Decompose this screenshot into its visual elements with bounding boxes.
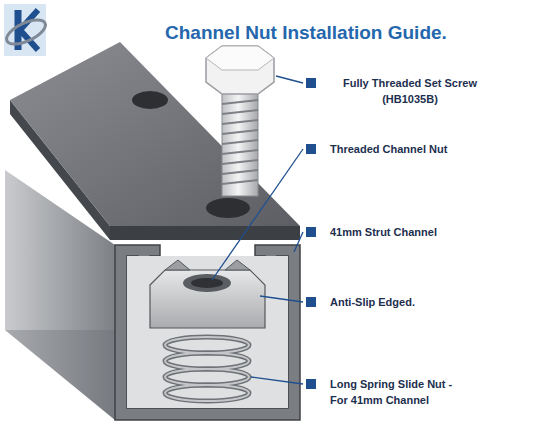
part-label: Fully Threaded Set Screw (HB1035B) [325, 75, 495, 107]
leader-lines [212, 76, 303, 384]
part-label: Threaded Channel Nut [330, 141, 520, 157]
strut-channel-profile [115, 245, 300, 420]
spring-highlight [165, 337, 249, 401]
spring-coil [165, 337, 249, 401]
bracket-plate [10, 42, 300, 240]
part-label: 41mm Strut Channel [330, 224, 520, 240]
company-logo [3, 4, 49, 56]
channel-nut [150, 260, 265, 328]
part-label: Long Spring Slide Nut - For 41mm Channel [330, 376, 470, 408]
set-screw [206, 46, 274, 196]
diagram-title: Channel Nut Installation Guide. [165, 22, 447, 44]
channel-interior [127, 256, 288, 408]
bullet-markers [306, 78, 316, 389]
part-label: Anti-Slip Edged. [330, 294, 520, 310]
